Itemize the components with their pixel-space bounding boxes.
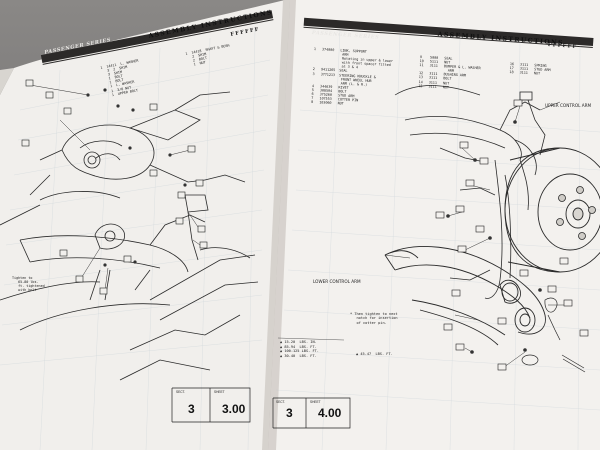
left-header-bar (40, 10, 274, 65)
torque-specs-right: ▲ 45-47 LBS. FT. (356, 352, 393, 356)
right-section-number: 3 (286, 406, 293, 420)
left-footer-box (171, 387, 251, 423)
right-torque-frame (277, 337, 345, 341)
left-grid (0, 27, 271, 450)
left-section-label: SECT. (176, 390, 186, 394)
left-sheet-label: SHEET (214, 390, 225, 394)
right-sheet-label: SHEET (310, 400, 321, 404)
right-small-parts (446, 120, 542, 354)
right-sheet-number: 4.00 (318, 406, 342, 420)
right-lower-arm (384, 246, 546, 346)
left-callout-boxes (21, 79, 208, 295)
right-header-bar (303, 17, 594, 48)
left-small-parts (86, 88, 187, 267)
cotter-pin-note: * Then tighten to next notch for inserti… (350, 312, 398, 325)
left-sheet-number: 3.00 (222, 402, 246, 416)
right-callout-boxes (435, 99, 589, 371)
torque-specs-left: ▲ 15-20 LBS. IN. ▲ 85-94 LBS. FT. ▲ 100-… (280, 340, 319, 358)
right-upper-arm (404, 91, 546, 211)
gutter-shadow (262, 0, 296, 450)
right-parts-list-col1: 1 374000 LINK, SUPPORT ARM Rotating in u… (311, 47, 394, 106)
right-page-paper (268, 0, 600, 450)
right-parts-list-col3: 16 3111 SPRING 17 3111 STUD ARM 18 3111 … (509, 62, 551, 76)
left-torque-note: Tighten to 65-80 lbs. ft. tightened with… (12, 276, 45, 293)
right-section-label: SECT. (276, 400, 286, 404)
right-lug-studs (556, 186, 596, 240)
right-steering-knuckle (449, 159, 512, 299)
upper-control-arm-label: UPPER CONTROL ARM (545, 103, 592, 108)
right-hardware (394, 85, 586, 373)
lower-control-arm-label: LOWER CONTROL ARM (313, 279, 361, 284)
left-suspension-drawing (0, 91, 259, 381)
left-page-paper (0, 0, 290, 450)
right-parts-list-col2: 9 5000 SEAL 10 5111 NUT 11 3111 BUMPER &… (418, 55, 481, 90)
left-section-number: 3 (188, 402, 195, 416)
right-footer-box (272, 397, 351, 429)
right-brake-drum (504, 147, 600, 273)
left-page-edge (0, 68, 14, 95)
